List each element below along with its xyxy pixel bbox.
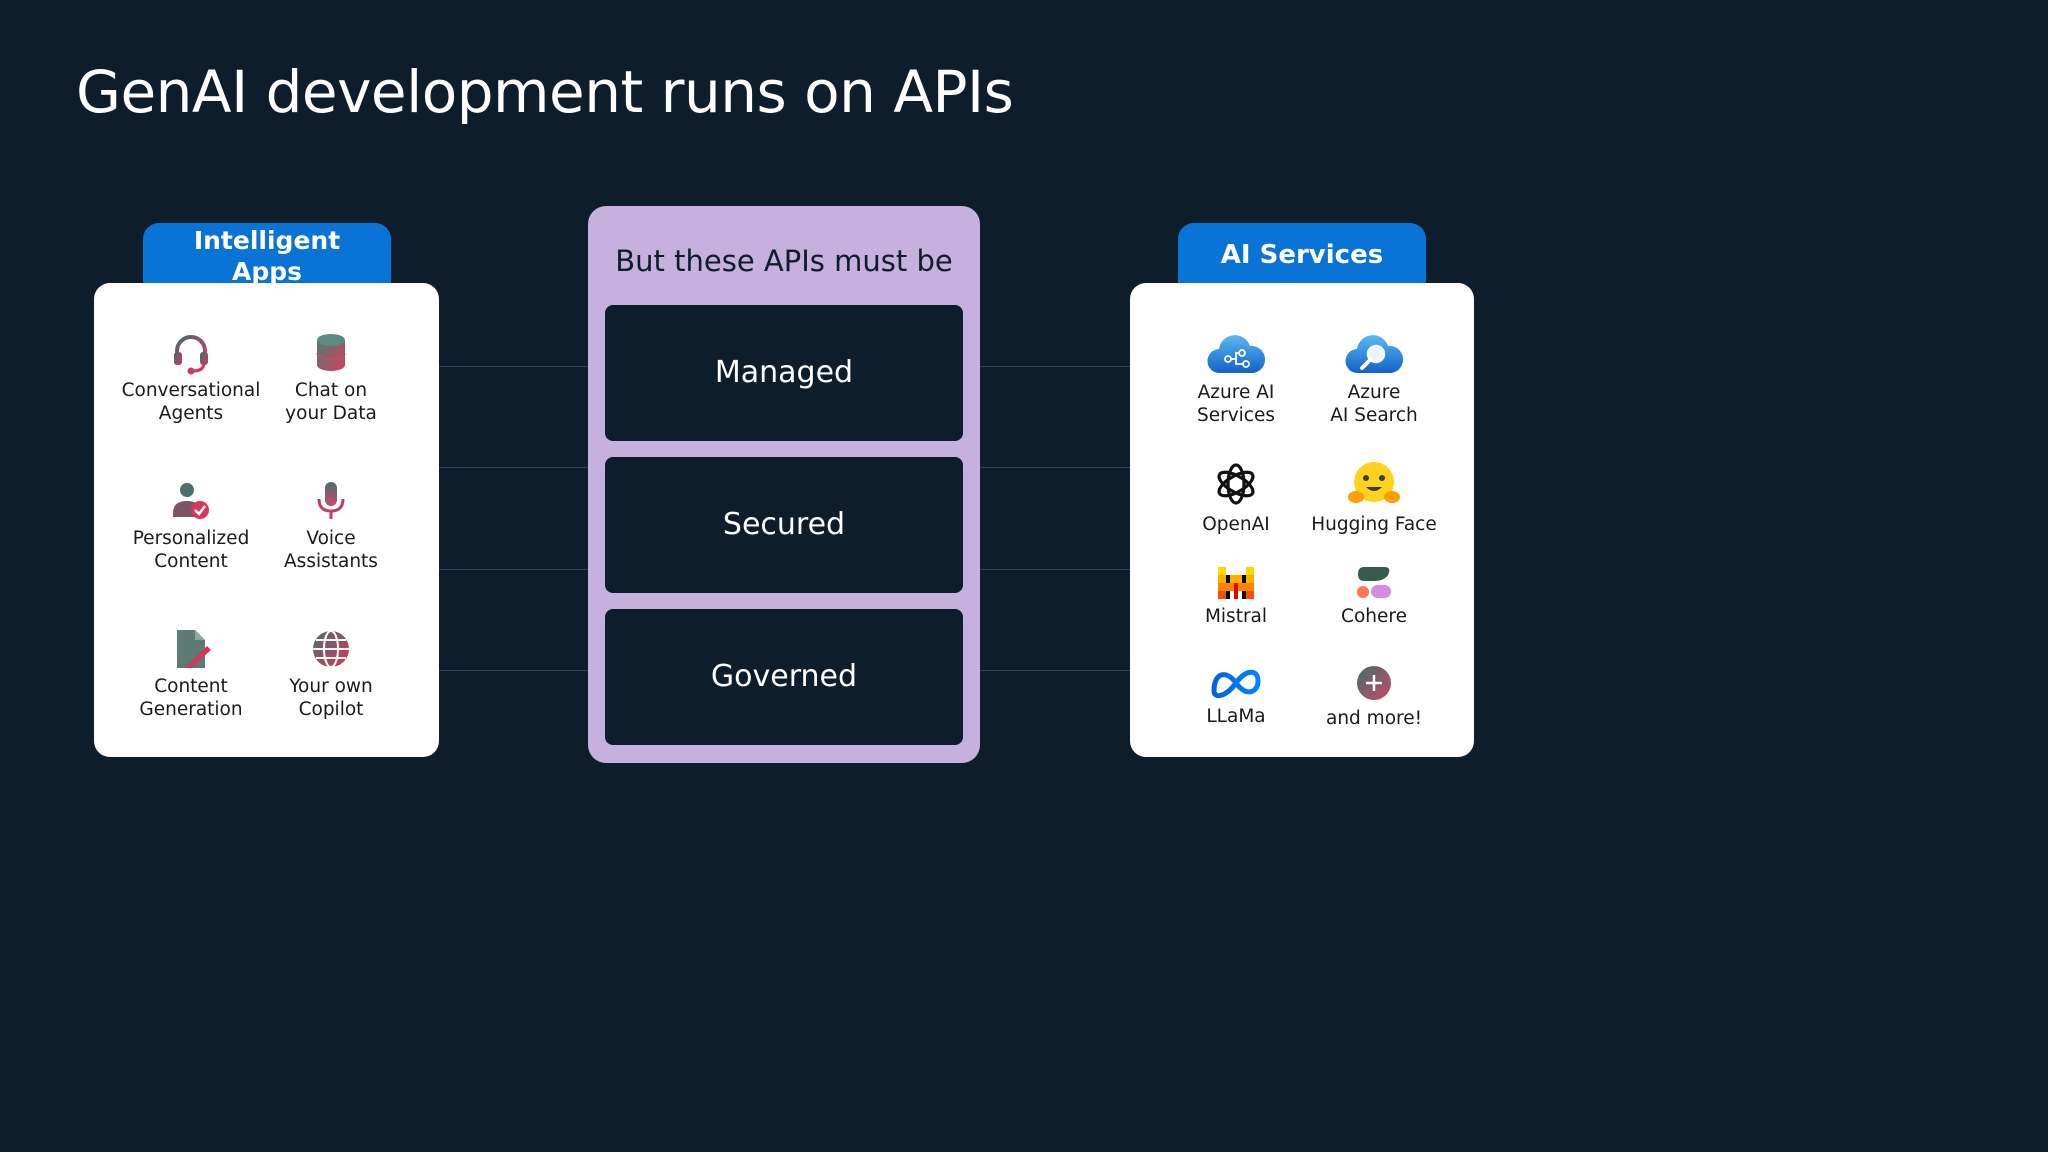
app-label: Voice Assistants bbox=[284, 528, 378, 572]
meta-icon bbox=[1211, 669, 1261, 699]
headset-icon bbox=[174, 335, 208, 375]
api-box-managed: Managed bbox=[605, 305, 963, 441]
database-icon bbox=[316, 334, 346, 371]
slide-title: GenAI development runs on APIs bbox=[76, 58, 1014, 126]
connector-line bbox=[980, 670, 1130, 671]
apis-panel: But these APIs must be Managed Secured G… bbox=[588, 206, 980, 763]
service-label: Hugging Face bbox=[1311, 514, 1437, 535]
document-edit-icon bbox=[177, 630, 211, 668]
app-label: Your own Copilot bbox=[289, 676, 373, 720]
service-item-hugging-face: Hugging Face bbox=[1299, 459, 1449, 536]
app-label: Chat on your Data bbox=[285, 380, 377, 424]
azure-ai-services-icon bbox=[1207, 335, 1266, 374]
connector-line bbox=[439, 569, 588, 570]
app-item-personalized-content: Personalized Content bbox=[116, 479, 266, 573]
connector-line bbox=[439, 467, 588, 468]
openai-icon bbox=[1217, 463, 1255, 505]
connector-line bbox=[439, 670, 588, 671]
service-label: Azure AI Search bbox=[1330, 382, 1418, 426]
globe-icon bbox=[313, 630, 349, 668]
service-item-and-more: and more! bbox=[1299, 663, 1449, 730]
service-label: Mistral bbox=[1204, 606, 1268, 627]
intelligent-apps-heading: Intelligent Apps bbox=[193, 226, 341, 286]
mistral-icon bbox=[1218, 567, 1254, 599]
service-item-mistral: Mistral bbox=[1161, 565, 1311, 628]
cohere-icon bbox=[1357, 567, 1391, 598]
apis-heading: But these APIs must be bbox=[615, 244, 953, 278]
service-item-cohere: Cohere bbox=[1299, 565, 1449, 628]
app-item-voice-assistants: Voice Assistants bbox=[256, 479, 406, 573]
service-item-llama: LLaMa bbox=[1161, 663, 1311, 728]
plus-icon bbox=[1357, 666, 1391, 700]
connector-line bbox=[980, 569, 1130, 570]
app-item-conversational-agents: Conversational Agents bbox=[116, 331, 266, 425]
hugging-face-icon bbox=[1348, 462, 1400, 503]
app-item-your-own-copilot: Your own Copilot bbox=[256, 627, 406, 721]
app-label: Conversational Agents bbox=[121, 380, 261, 424]
microphone-icon bbox=[317, 482, 345, 519]
service-item-azure-ai-search: Azure AI Search bbox=[1299, 331, 1449, 427]
connector-line bbox=[439, 366, 588, 367]
service-item-openai: OpenAI bbox=[1161, 459, 1311, 536]
app-label: Content Generation bbox=[139, 676, 243, 720]
person-check-icon bbox=[173, 483, 209, 519]
service-label: Cohere bbox=[1341, 606, 1407, 627]
ai-services-panel: Azure AI Services Azure AI Search OpenAI bbox=[1130, 283, 1474, 757]
service-label: OpenAI bbox=[1202, 514, 1270, 535]
api-box-secured: Secured bbox=[605, 457, 963, 593]
service-item-azure-ai-services: Azure AI Services bbox=[1161, 331, 1311, 427]
connector-line bbox=[980, 467, 1130, 468]
api-box-governed: Governed bbox=[605, 609, 963, 745]
service-label: and more! bbox=[1325, 708, 1423, 729]
app-label: Personalized Content bbox=[132, 528, 250, 572]
intelligent-apps-panel: Conversational Agents Chat on your Data … bbox=[94, 283, 439, 757]
app-item-chat-on-your-data: Chat on your Data bbox=[256, 331, 406, 425]
azure-ai-search-icon bbox=[1345, 335, 1404, 374]
service-label: LLaMa bbox=[1206, 706, 1266, 727]
app-item-content-generation: Content Generation bbox=[116, 627, 266, 721]
service-label: Azure AI Services bbox=[1196, 382, 1275, 426]
ai-services-heading: AI Services bbox=[1220, 240, 1384, 270]
connector-line bbox=[980, 366, 1130, 367]
